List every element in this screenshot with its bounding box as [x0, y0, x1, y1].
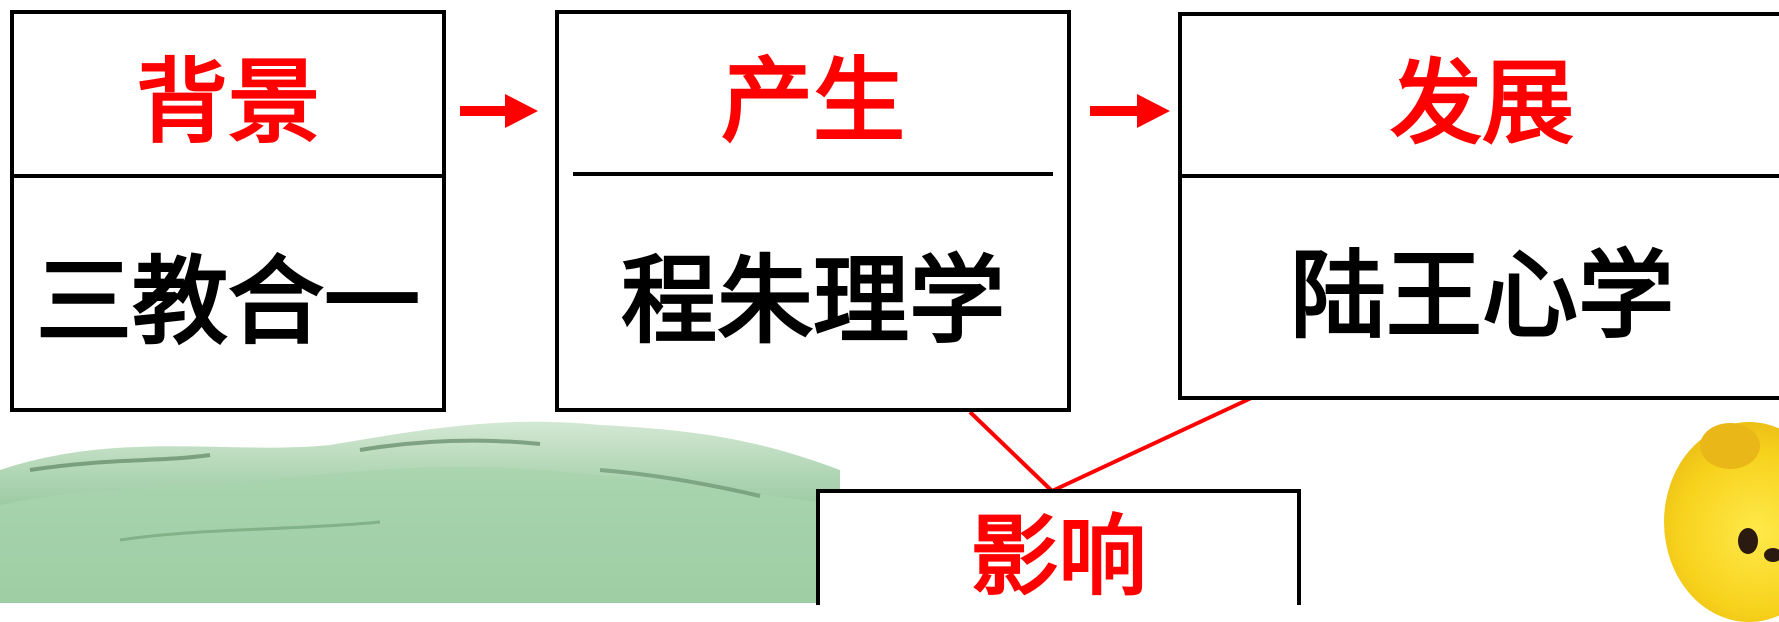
arrow-emergence-to-development [1090, 94, 1170, 128]
node-background: 背景 三教合一 [10, 10, 446, 412]
arrow-background-to-emergence [460, 94, 538, 128]
bear-nose-icon [1764, 548, 1779, 562]
node-influence: 影响 [816, 489, 1301, 608]
node-background-title: 背景 [135, 48, 320, 156]
landscape-decoration [0, 421, 840, 603]
node-development-divider [1182, 174, 1779, 178]
bear-ear-icon [1700, 423, 1760, 469]
node-development-title: 发展 [1389, 49, 1574, 157]
node-background-content: 三教合一 [36, 245, 420, 358]
node-emergence-divider [573, 172, 1053, 176]
node-background-divider [14, 174, 442, 178]
node-development: 发展 陆王心学 [1178, 12, 1779, 400]
diagram-overlay [0, 94, 1263, 603]
influence-connectors [968, 391, 1263, 493]
node-emergence-content: 程朱理学 [621, 244, 1005, 357]
node-emergence-title: 产生 [720, 47, 905, 155]
bear-eye-icon [1738, 528, 1758, 554]
node-development-content: 陆王心学 [1290, 239, 1674, 352]
node-emergence: 产生 程朱理学 [555, 10, 1071, 412]
node-influence-title: 影响 [970, 504, 1147, 608]
